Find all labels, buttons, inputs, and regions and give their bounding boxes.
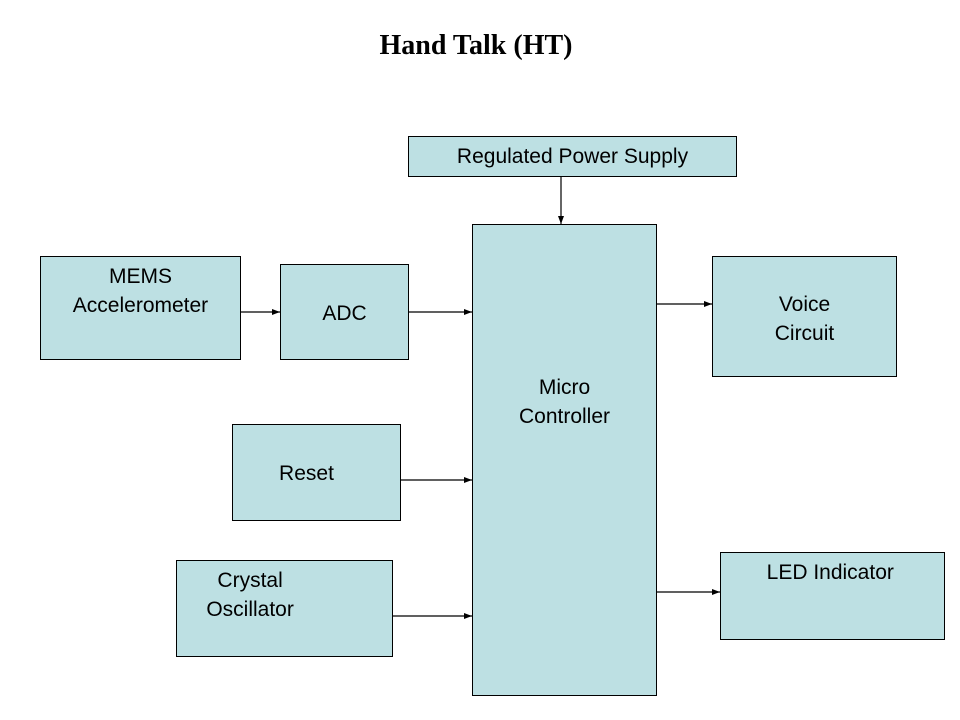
micro-controller-label: Micro Controller [518,376,611,428]
reset-block: Reset [232,424,401,521]
mems-accelerometer-block: MEMS Accelerometer [40,256,241,360]
regulated-power-supply-label: Regulated Power Supply [456,145,689,168]
regulated-power-supply-block: Regulated Power Supply [408,136,737,177]
adc-block: ADC [280,264,409,360]
diagram-title: Hand Talk (HT) [379,30,573,61]
crystal-oscillator-label: Crystal Oscillator [206,569,294,621]
voice-circuit-label: Voice Circuit [774,293,835,345]
crystal-oscillator-block: Crystal Oscillator [176,560,393,657]
micro-controller-block: Micro Controller [472,224,657,696]
led-indicator-label: LED Indicator [766,561,894,584]
mems-accelerometer-label: MEMS Accelerometer [72,265,209,317]
adc-label: ADC [322,302,367,325]
led-indicator-block: LED Indicator [720,552,945,640]
reset-label: Reset [279,462,334,485]
voice-circuit-block: Voice Circuit [712,256,897,377]
